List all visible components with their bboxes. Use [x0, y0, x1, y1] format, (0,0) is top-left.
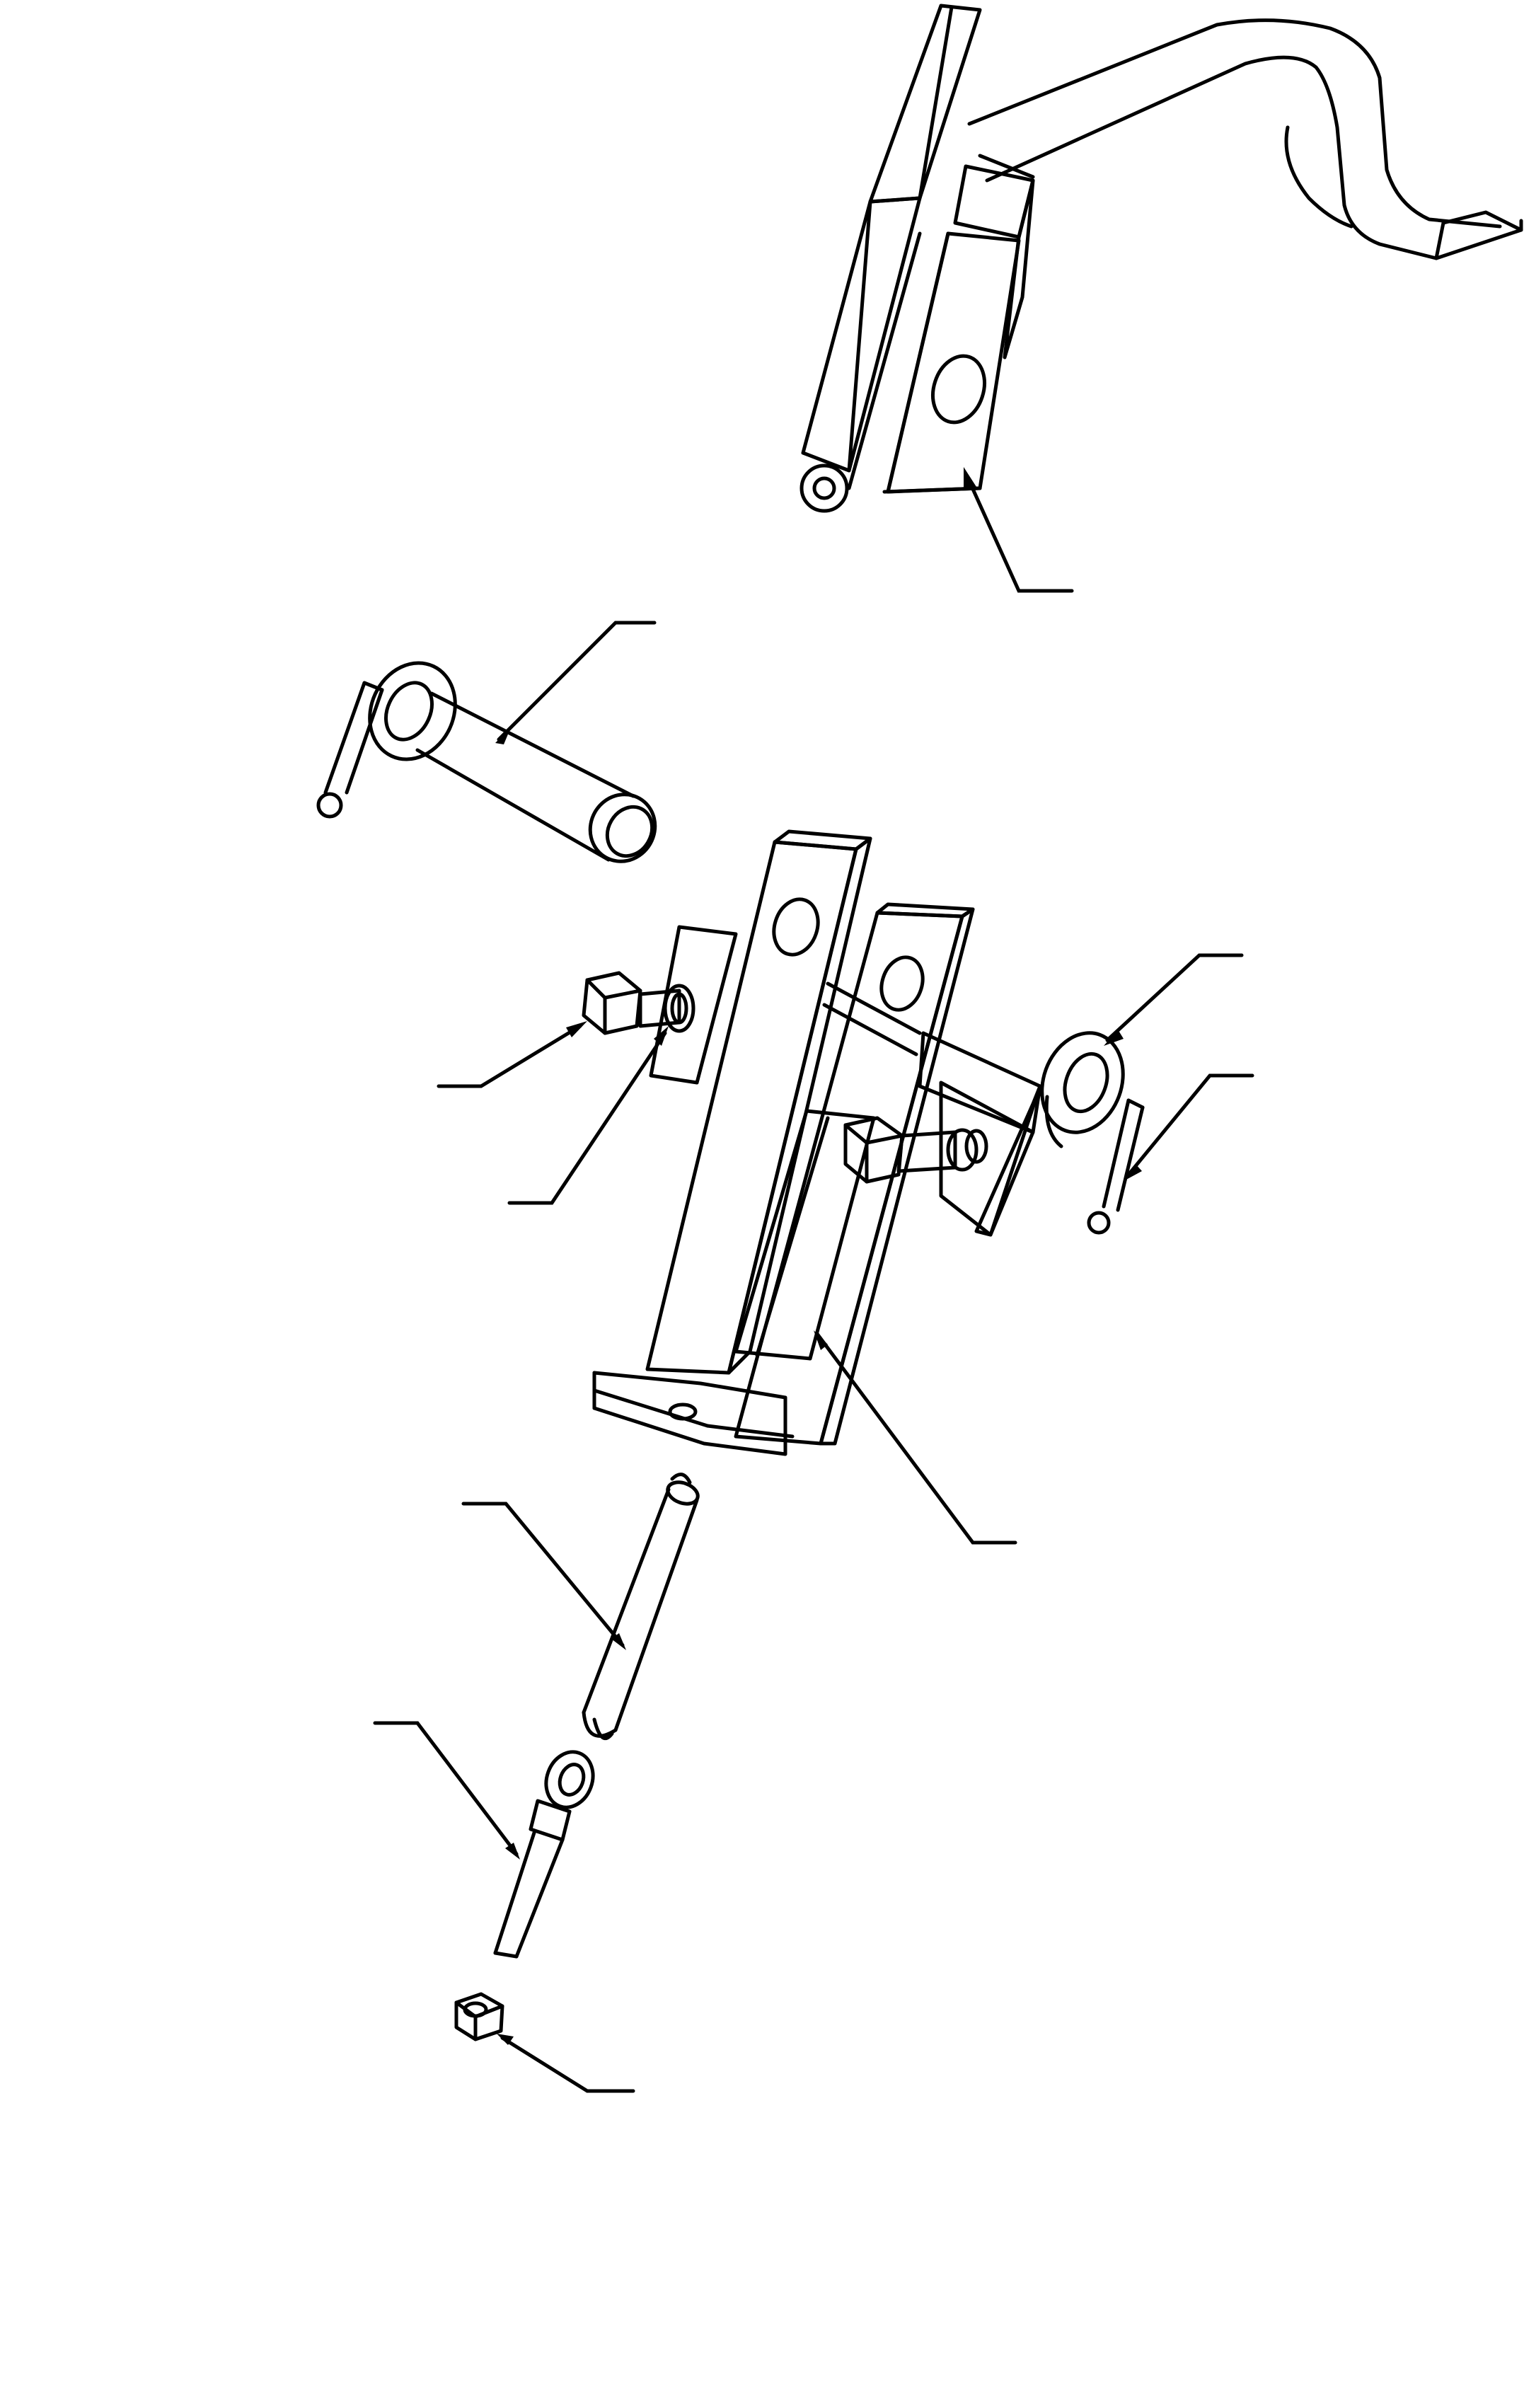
- bolt-left-leader: [437, 1024, 582, 1088]
- cotter-pin-right-part: [1087, 1098, 1145, 1235]
- leader-lines: [373, 467, 1254, 2093]
- clevis-block-leader: [815, 1332, 1017, 1545]
- roll-pin-leader: [461, 1502, 625, 1647]
- nut-part: [454, 1992, 504, 2041]
- washer-right-part: [1040, 1031, 1125, 1148]
- nut-leader: [500, 2036, 635, 2093]
- cotter-pin-right-leader: [1126, 1073, 1254, 1177]
- bracket-part: [799, 4, 1523, 513]
- eye-bolt-leader: [373, 1721, 519, 1856]
- roll-pin-part: [582, 1473, 700, 1741]
- clevis-block-part: [582, 829, 1042, 1456]
- bracket-leader: [967, 479, 1074, 593]
- eye-bolt-part: [493, 1750, 595, 1959]
- washer-right-leader: [1105, 953, 1244, 1042]
- pivot-pin-part: [316, 661, 657, 863]
- lockwasher-left-leader: [507, 1031, 667, 1205]
- pivot-pin-leader: [497, 621, 657, 742]
